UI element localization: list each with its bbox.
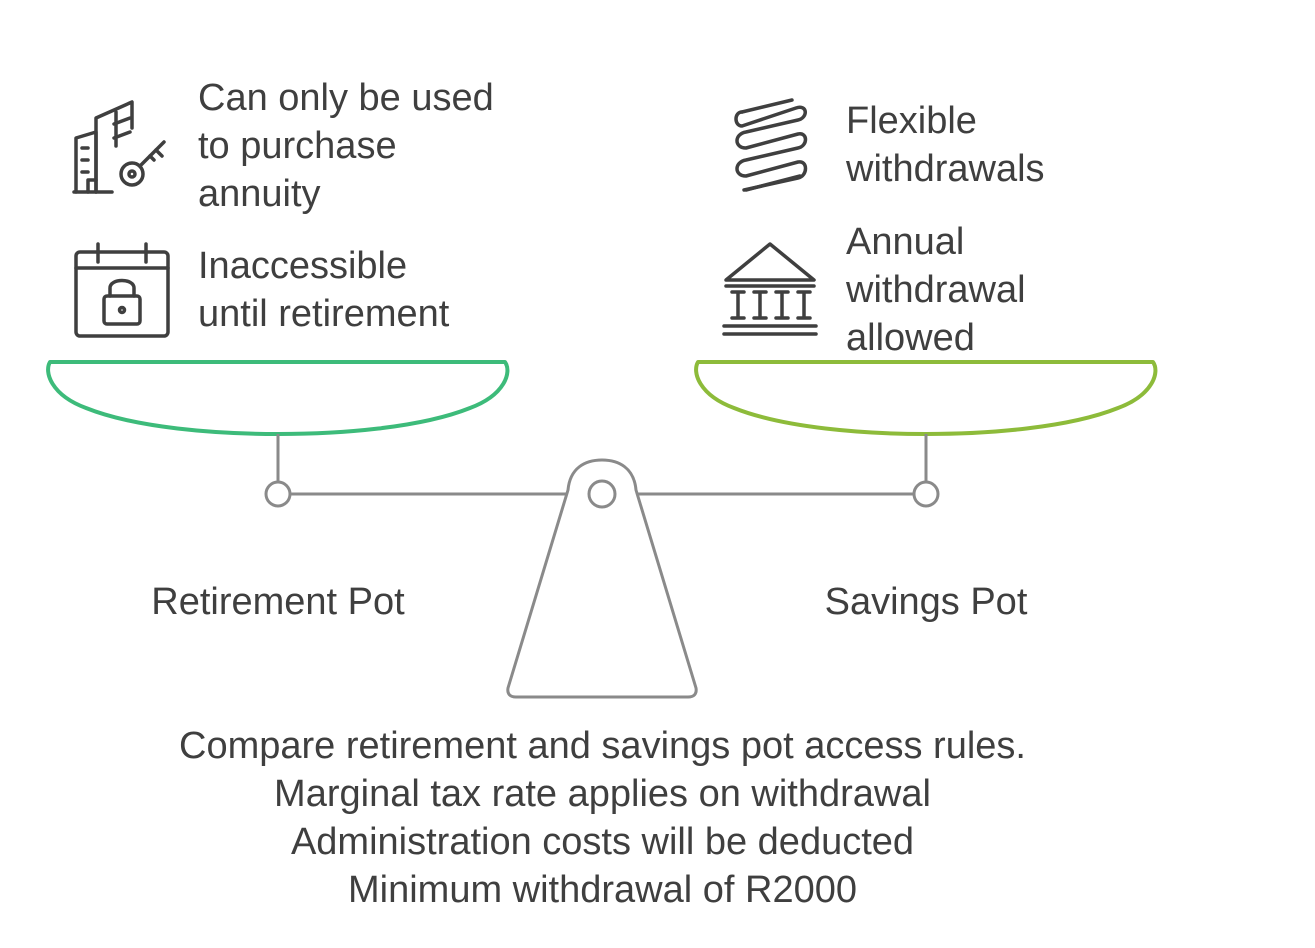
feature-line: Annual <box>846 221 965 263</box>
feature-flexible-text: Flexible withdrawals <box>846 97 1045 193</box>
building-key-icon <box>72 100 166 194</box>
feature-line: until retirement <box>198 293 450 335</box>
feature-line: annuity <box>198 173 321 215</box>
savings-pot-label: Savings Pot <box>824 581 1028 623</box>
feature-line: Inaccessible <box>198 245 408 287</box>
caption-line: Compare retirement and savings pot acces… <box>179 725 1026 767</box>
fulcrum <box>506 458 698 699</box>
right-pan <box>694 360 1158 436</box>
caption-line: Minimum withdrawal of R2000 <box>348 869 857 911</box>
right-pivot <box>912 480 940 508</box>
feature-line: Can only be used <box>198 77 494 119</box>
caption-line: Marginal tax rate applies on withdrawal <box>274 773 931 815</box>
feature-line: withdrawals <box>846 148 1045 190</box>
calendar-lock-icon <box>74 242 170 338</box>
feature-annuity-text: Can only be used to purchase annuity <box>198 74 494 218</box>
feature-inaccessible-text: Inaccessible until retirement <box>198 242 449 338</box>
caption-line: Administration costs will be deducted <box>290 821 915 863</box>
feature-annual-text: Annual withdrawal allowed <box>846 218 1026 362</box>
retirement-pot-label: Retirement Pot <box>151 581 405 623</box>
bank-icon <box>722 242 818 336</box>
feature-line: Flexible <box>846 100 977 142</box>
fulcrum-pivot <box>587 479 617 509</box>
spring-icon <box>734 98 808 192</box>
feature-line: to purchase <box>198 125 397 167</box>
left-pan <box>46 360 510 436</box>
feature-line: allowed <box>846 317 975 359</box>
left-pivot <box>264 480 292 508</box>
feature-line: withdrawal <box>846 269 1026 311</box>
caption: Compare retirement and savings pot acces… <box>0 722 1205 914</box>
